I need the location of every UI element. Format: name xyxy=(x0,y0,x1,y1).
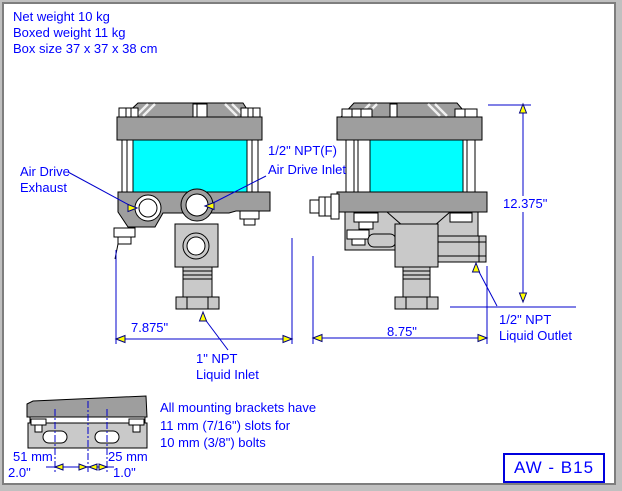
label-liquid-outlet: 1/2" NPT Liquid Outlet xyxy=(499,312,572,343)
liquid-outlet-port xyxy=(437,235,487,263)
model-badge: AW - B15 xyxy=(503,453,605,483)
leader-air-drive-inlet xyxy=(203,175,267,211)
leader-air-drive-exhaust xyxy=(67,171,139,213)
side-air-cylinder xyxy=(369,139,464,193)
leader-liquid-outlet xyxy=(471,261,498,307)
dim-label-bracket-left-mm: 51 mm xyxy=(13,449,53,464)
spec-net-weight: Net weight 10 kg xyxy=(13,9,110,24)
side-liquid-block xyxy=(394,223,439,268)
pump-side-view xyxy=(309,102,488,310)
pump-front-view xyxy=(113,102,271,310)
dimension-front-width xyxy=(114,238,294,344)
dim-label-bracket-left-in: 2.0" xyxy=(8,465,31,480)
label-air-drive-exhaust: Air Drive Exhaust xyxy=(20,164,70,195)
side-top-flange xyxy=(336,116,483,141)
dimension-side-width xyxy=(311,256,489,344)
label-air-drive-inlet: 1/2" NPT(F) Air Drive Inlet xyxy=(268,143,347,177)
spec-block: Net weight 10 kg Boxed weight 11 kg Box … xyxy=(13,9,158,57)
side-bottom-flange xyxy=(336,191,488,213)
dim-label-bracket-right-mm: 25 mm xyxy=(108,449,148,464)
spec-boxed-weight: Boxed weight 11 kg xyxy=(13,25,126,40)
dim-label-side-width: 8.75" xyxy=(387,324,417,339)
spec-box-size: Box size 37 x 37 x 38 cm xyxy=(13,41,158,56)
dim-label-front-width: 7.875" xyxy=(131,320,169,335)
liquid-port-front xyxy=(186,236,206,256)
mounting-bracket-detail xyxy=(26,395,148,449)
side-liquid-inlet-flange xyxy=(394,296,439,310)
front-top-flange xyxy=(116,116,263,141)
leader-liquid-inlet xyxy=(198,310,229,351)
dim-label-bracket-right-in: 1.0" xyxy=(113,465,136,480)
muffler-fitting xyxy=(309,193,340,220)
label-liquid-inlet: 1" NPT Liquid Inlet xyxy=(196,351,259,382)
front-cap-notch xyxy=(192,103,208,118)
front-air-cylinder xyxy=(132,139,248,193)
dim-label-overall-height: 12.375" xyxy=(501,196,550,212)
mounting-note: All mounting brackets have 11 mm (7/16")… xyxy=(160,400,317,450)
air-inlet-port xyxy=(185,193,209,217)
front-liquid-inlet-flange xyxy=(175,296,220,310)
bracket-dimensions xyxy=(46,401,114,472)
